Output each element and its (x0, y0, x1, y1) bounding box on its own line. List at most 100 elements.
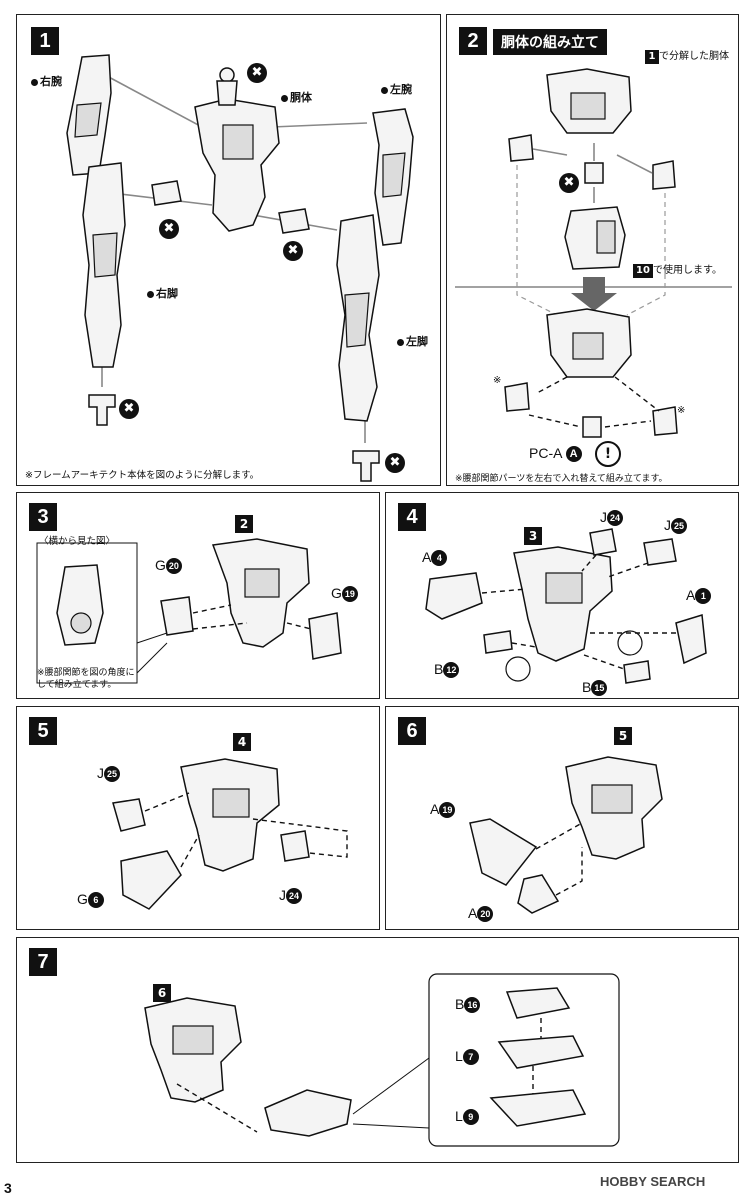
step-3-note-2: して組み立てます。 (37, 680, 117, 690)
assembly-part (513, 546, 613, 662)
label-right-arm: 右腕 (31, 73, 62, 89)
step-2-note: ※腰部関節パーツを左右で入れ替えて組み立てます。 (455, 474, 668, 484)
part-g20 (160, 596, 194, 636)
part-letter: B (582, 679, 592, 695)
label-text: 右脚 (156, 287, 178, 300)
step-1-illustration (66, 54, 414, 482)
part-g6 (120, 850, 182, 910)
part-letter: L (455, 1108, 463, 1124)
part-letter: A (422, 549, 432, 565)
part-a20 (517, 874, 560, 914)
ref-step-box: 10 (633, 264, 653, 278)
part-letter: L (455, 1048, 463, 1064)
watermark-logo: HOBBY SEARCH (600, 1174, 706, 1189)
hip-joint-part (278, 208, 310, 234)
part-letter: A (430, 801, 440, 817)
label-torso: 胴体 (281, 89, 312, 105)
step-1-panel: 1 右腕 胴体 左腕 右脚 左脚 ✖ ✖ ✖ ✖ ✖ ※フレームアーキテクト本体… (16, 14, 441, 486)
part-a19 (469, 818, 538, 886)
right-arm-part (66, 54, 112, 176)
subassembly-part (264, 1089, 352, 1137)
x-icon: ✖ (559, 173, 579, 193)
step-number: 6 (398, 717, 426, 745)
waist-joint-part (652, 406, 678, 436)
part-number: 25 (671, 518, 687, 535)
part-letter: J (97, 765, 104, 781)
right-leg-part (82, 162, 126, 368)
side-view-label: 〈横から見た図〉 (39, 536, 116, 547)
bullet-icon (397, 338, 404, 346)
pc-part (582, 416, 602, 438)
part-number: 4 (431, 550, 448, 567)
assembly-detail (244, 568, 280, 598)
part-j24 (280, 830, 310, 862)
x-icon: ✖ (159, 219, 179, 239)
ref-step-box: 5 (614, 727, 632, 745)
hip-joint-part (151, 180, 182, 206)
assembly-detail (545, 572, 583, 604)
waist-joint-part (508, 134, 534, 162)
part-number: 9 (462, 1109, 479, 1126)
part-b12 (483, 630, 513, 654)
page-number: 3 (4, 1180, 12, 1196)
left-leg-part (336, 214, 380, 422)
label-right-leg: 右脚 (147, 285, 178, 301)
part-letter: J (600, 509, 607, 525)
part-number: 12 (443, 662, 460, 679)
bullet-icon (147, 290, 154, 298)
step-number: 7 (29, 948, 57, 976)
label-text: 右腕 (40, 75, 62, 88)
step-3-illustration (36, 538, 342, 684)
step-6-illustration (469, 756, 663, 914)
ref-step-box: 6 (153, 984, 171, 1002)
part-letter: B (455, 996, 465, 1012)
part-a1 (675, 614, 707, 665)
label-text: 胴体 (290, 91, 312, 104)
torso-detail (570, 92, 606, 120)
step-2-title: 胴体の組み立て (493, 29, 607, 55)
waist-detail (596, 220, 616, 254)
ref-text: で使用します。 (653, 265, 722, 276)
part-letter: G (331, 585, 342, 601)
part-l7 (497, 1035, 585, 1069)
part-number: 20 (477, 906, 494, 923)
assembly-detail (591, 784, 633, 814)
part-number: 20 (165, 558, 182, 575)
side-view-joint (70, 612, 92, 634)
part-letter: G (77, 891, 88, 907)
part-number: 15 (591, 680, 608, 697)
step-number: 1 (31, 27, 59, 55)
foot-peg-part (352, 450, 380, 482)
assembly-detail (212, 788, 250, 818)
ref-step-box: 1 (645, 50, 659, 64)
waist-joint-part (652, 160, 676, 190)
part-letter: A (468, 905, 478, 921)
part-number: 16 (464, 997, 481, 1014)
waist-part (564, 206, 626, 270)
label-text: 左脚 (406, 335, 428, 348)
part-letter: G (155, 557, 166, 573)
label-left-leg: 左脚 (397, 333, 428, 349)
part-number: 25 (104, 766, 120, 783)
torso-detail (572, 332, 604, 360)
part-number: 19 (439, 802, 456, 819)
down-arrow-icon (571, 277, 617, 311)
part-j25 (112, 798, 146, 832)
